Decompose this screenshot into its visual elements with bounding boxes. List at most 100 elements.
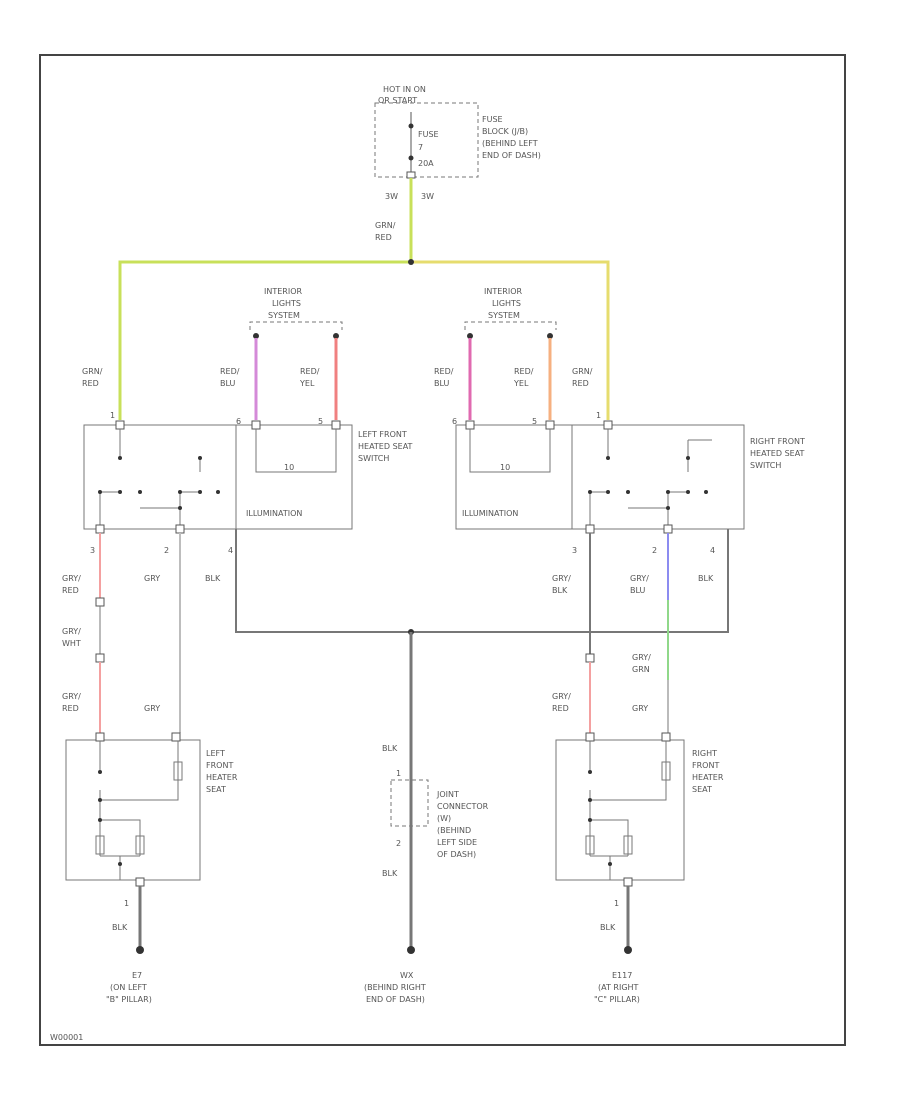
right-switch-pin-5-label: 5	[532, 417, 537, 426]
left-seat-pin-a	[95, 732, 105, 742]
left-switch-contact-dot	[178, 490, 182, 494]
left-switch-pin-4-label: 4	[228, 546, 233, 555]
wire-label-ry-right-2: YEL	[513, 379, 529, 388]
wire-label-grywht-left-a: GRY/	[62, 627, 81, 636]
wire-label-gryblu-right-b: BLU	[630, 586, 646, 595]
left-seat-dot	[98, 770, 102, 774]
wire-label-blk-center-lower: BLK	[382, 869, 398, 878]
right-seat-label-1: RIGHT	[692, 749, 717, 758]
interior-lights-left-1: INTERIOR	[264, 287, 303, 296]
interior-lights-right-term-2	[547, 333, 553, 339]
right-switch-label-1: RIGHT FRONT	[750, 437, 805, 446]
interior-lights-left-term-2	[333, 333, 339, 339]
right-switch-label-3: SWITCH	[750, 461, 781, 470]
left-switch-contact-dot	[118, 456, 122, 460]
fuse-header-2: OR START	[378, 96, 417, 105]
left-switch-pin-6-label: 6	[236, 417, 241, 426]
fuse-block-label-4: END OF DASH)	[482, 151, 541, 160]
joint-connector-pin-top: 1	[396, 769, 401, 778]
ground-e117-line-2: "C" PILLAR)	[594, 995, 640, 1004]
fuse-block-label-1: FUSE	[482, 115, 503, 124]
joint-connector-label-2: CONNECTOR	[437, 802, 489, 811]
left-switch-pin-5-label: 5	[318, 417, 323, 426]
wire-label-gryred-right-b: RED	[552, 704, 569, 713]
left-seat-pin-b	[171, 732, 181, 742]
right-seat-dot	[588, 798, 592, 802]
wire-label-gryblu-right-a: GRY/	[630, 574, 649, 583]
right-switch-pin-3-label: 3	[572, 546, 577, 555]
left-switch-label-2: HEATED SEAT	[358, 442, 413, 451]
wire-label-grygrn-right-b: GRN	[632, 665, 650, 674]
right-switch-illumination: ILLUMINATION	[462, 509, 518, 518]
left-seat-circuit	[99, 741, 179, 880]
figure-id: W00001	[50, 1033, 83, 1042]
ground-wx-line-2: END OF DASH)	[366, 995, 425, 1004]
right-switch-pin-6	[465, 420, 475, 430]
right-switch-contact-dot	[686, 456, 690, 460]
joint-connector-label-3: (W)	[437, 814, 451, 823]
left-switch-pin-2-label: 2	[164, 546, 169, 555]
left-switch-label-1: LEFT FRONT	[358, 430, 407, 439]
wire-label-blk-center-upper: BLK	[382, 744, 398, 753]
fuse-number: 7	[418, 143, 423, 152]
right-seat-ground-pin-label: 1	[614, 899, 619, 908]
fuse-terminal-top	[408, 123, 414, 129]
interior-lights-left-term-1	[253, 333, 259, 339]
wire-label-ry-right-1: RED/	[514, 367, 534, 376]
wire-label-gryred-left-1b: RED	[62, 586, 79, 595]
ground-wx	[407, 946, 415, 954]
wire-label-gr-left-2: RED	[82, 379, 99, 388]
right-seat-element-1	[585, 835, 595, 855]
wire-label-feed-2: RED	[375, 233, 392, 242]
wire-label-blk-right: BLK	[698, 574, 714, 583]
left-switch-outline	[83, 424, 353, 530]
left-seat-label-1: LEFT	[206, 749, 225, 758]
connector-right-1	[585, 653, 595, 663]
left-switch-pin-3-label: 3	[90, 546, 95, 555]
wire-label-gr-right-1: GRN/	[572, 367, 593, 376]
right-switch-contact-dot	[704, 490, 708, 494]
wire-label-blk-right-ground: BLK	[600, 923, 616, 932]
wire-label-gryred-left-2b: RED	[62, 704, 79, 713]
ground-e7-line-2: "B" PILLAR)	[106, 995, 152, 1004]
interior-lights-left-2: LIGHTS	[272, 299, 301, 308]
left-switch-pin-1-label: 1	[110, 411, 115, 420]
fuse-name: FUSE	[418, 130, 439, 139]
left-seat-dot	[118, 862, 122, 866]
left-switch-pin-1	[115, 420, 125, 430]
wire-label-gryblk-right-b: BLK	[552, 586, 568, 595]
wire-label-gryred-right-a: GRY/	[552, 692, 571, 701]
right-seat-outline	[555, 739, 685, 881]
right-switch-label-2: HEATED SEAT	[750, 449, 805, 458]
right-seat-dot	[588, 818, 592, 822]
right-seat-element-2	[623, 835, 633, 855]
wire-label-gryblk-right-a: GRY/	[552, 574, 571, 583]
connector-left-2	[95, 653, 105, 663]
joint-connector: 1 2 JOINT CONNECTOR (W) (BEHIND LEFT SID…	[390, 769, 489, 859]
wire-blk-ground-bus	[235, 529, 729, 633]
fuse-rating: 20A	[418, 159, 434, 168]
wire-label-ry-left-1: RED/	[300, 367, 320, 376]
left-seat-resistor-1	[173, 761, 183, 781]
right-seat-label-3: HEATER	[692, 773, 724, 782]
right-seat-dot	[608, 862, 612, 866]
left-seat-ground-pin-label: 1	[124, 899, 129, 908]
fuse-terminal-bottom	[408, 155, 414, 161]
left-front-heater-seat: LEFT FRONT HEATER SEAT 1	[65, 732, 238, 908]
ground-wx-id: WX	[400, 971, 414, 980]
left-switch-pin-5	[331, 420, 341, 430]
wire-label-grygrn-right-a: GRY/	[632, 653, 651, 662]
right-switch-dimmer: 10	[500, 463, 510, 472]
diagram-frame	[39, 54, 846, 1046]
fuse-block-label-3: (BEHIND LEFT	[482, 139, 538, 148]
ground-e7-line-1: (ON LEFT	[110, 983, 147, 992]
right-switch-pin-2-label: 2	[652, 546, 657, 555]
fuse-header: HOT IN ON	[383, 85, 426, 94]
wire-label-gry-right: GRY	[632, 704, 648, 713]
right-switch-contact-dot	[588, 490, 592, 494]
fuse-pin	[406, 171, 416, 179]
ground-e117-line-1: (AT RIGHT	[598, 983, 639, 992]
right-switch-contact-dot	[606, 456, 610, 460]
left-switch-pin-2	[175, 524, 185, 534]
right-seat-label-4: SEAT	[692, 785, 712, 794]
